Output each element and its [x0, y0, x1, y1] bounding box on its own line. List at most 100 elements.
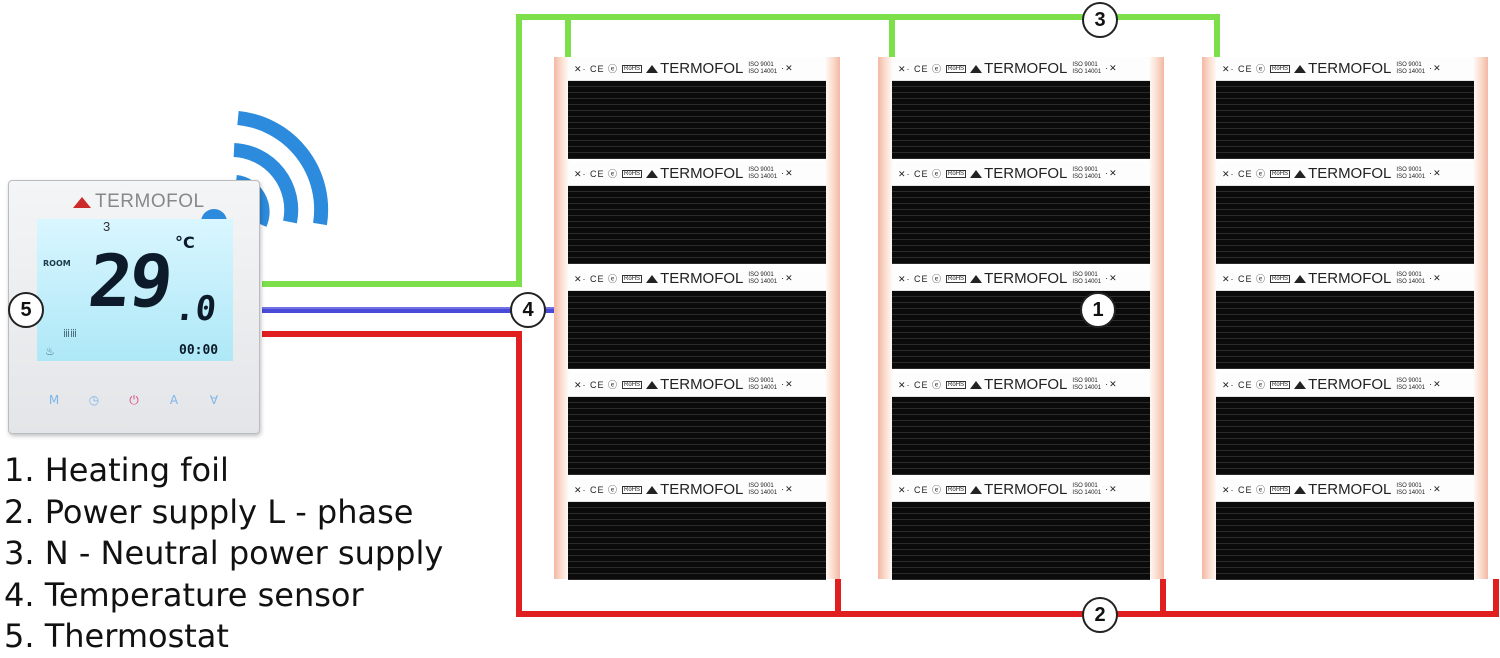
legend-item-temperature-sensor: 4. Temperature sensor [4, 575, 364, 614]
iso-14001: ISO 14001 [748, 173, 778, 180]
rohs-mark: RoHS [1270, 485, 1291, 494]
rohs-mark: RoHS [622, 169, 643, 178]
termofol-logo-icon [970, 485, 983, 494]
termofol-logo-icon [1294, 274, 1307, 283]
termofol-logo-icon [73, 196, 91, 208]
badge-2: 2 [1082, 597, 1118, 633]
foil-brand-text: TERMOFOL [660, 60, 744, 77]
neutral-wire [262, 14, 1220, 287]
certification-marks: ✕· CE ⓔ [898, 64, 943, 74]
rohs-mark: RoHS [946, 485, 967, 494]
badge-5: 5 [8, 292, 44, 328]
foil-brand: TERMOFOL [646, 270, 743, 287]
rohs-mark: RoHS [622, 64, 643, 73]
legend-item-neutral: 3. N - Neutral power supply [4, 534, 444, 572]
foil-brand-text: TERMOFOL [984, 376, 1068, 393]
cut-mark: ·✕ [1105, 273, 1118, 283]
legend: 1. Heating foil 2. Power supply L - phas… [4, 450, 443, 658]
iso-14001: ISO 14001 [1072, 384, 1102, 391]
iso-14001: ISO 14001 [1396, 489, 1426, 496]
clock-display: 00:00 [179, 343, 219, 358]
iso-9001: ISO 9001 [1396, 482, 1422, 489]
clock-button[interactable]: ◷ [88, 393, 100, 407]
heating-element-strip [892, 81, 1150, 159]
iso-14001: ISO 14001 [748, 489, 778, 496]
certification-marks: ✕· CE ⓔ [1222, 380, 1267, 390]
iso-14001: ISO 14001 [748, 384, 778, 391]
foil-brand: TERMOFOL [646, 165, 743, 182]
rohs-mark: RoHS [946, 64, 967, 73]
mode-number: 3 [103, 219, 111, 234]
iso-9001: ISO 9001 [1396, 377, 1422, 384]
foil-brand: TERMOFOL [1294, 270, 1391, 287]
temperature-decimal: .0 [172, 289, 219, 329]
termofol-logo-icon [646, 64, 659, 73]
cut-mark: ·✕ [1105, 63, 1118, 73]
cut-mark: ·✕ [1105, 379, 1118, 389]
heating-element-strip [568, 81, 826, 159]
cut-mark: ·✕ [781, 63, 794, 73]
iso-9001: ISO 9001 [1072, 482, 1098, 489]
rohs-mark: RoHS [622, 380, 643, 389]
rohs-mark: RoHS [946, 169, 967, 178]
flame-icon: ♨ [45, 345, 55, 358]
heating-element-strip [1216, 502, 1474, 580]
heating-element-strip [892, 502, 1150, 580]
temperature-whole: 29 [84, 239, 175, 323]
cut-mark: ·✕ [781, 273, 794, 283]
foil-brand: TERMOFOL [1294, 60, 1391, 77]
thermostat-brand-text: TERMOFOL [95, 191, 205, 212]
rohs-mark: RoHS [622, 274, 643, 283]
foil-brand-text: TERMOFOL [1308, 60, 1392, 77]
foil-brand: TERMOFOL [646, 376, 743, 393]
heating-element-strip [568, 186, 826, 264]
foil-brand: TERMOFOL [970, 481, 1067, 498]
foil-brand: TERMOFOL [970, 270, 1067, 287]
iso-14001: ISO 14001 [1396, 173, 1426, 180]
iso-14001: ISO 14001 [1396, 68, 1426, 75]
down-button[interactable]: ∀ [209, 393, 219, 407]
power-button[interactable]: ⏻ [129, 393, 139, 407]
cut-mark: ·✕ [1429, 63, 1442, 73]
foil-brand-text: TERMOFOL [984, 60, 1068, 77]
certification-marks: ✕· CE ⓔ [574, 274, 619, 284]
termofol-logo-icon [970, 169, 983, 178]
certification-marks: ✕· CE ⓔ [574, 380, 619, 390]
certification-marks: ✕· CE ⓔ [898, 169, 943, 179]
iso-9001: ISO 9001 [1396, 271, 1422, 278]
heating-element-strip [892, 397, 1150, 475]
foil-brand-text: TERMOFOL [1308, 376, 1392, 393]
certification-marks: ✕· CE ⓔ [1222, 485, 1267, 495]
iso-9001: ISO 9001 [1072, 377, 1098, 384]
up-button[interactable]: A [169, 393, 179, 407]
menu-button[interactable]: M [48, 393, 60, 407]
phase-wire [262, 331, 1499, 617]
foil-brand-text: TERMOFOL [660, 165, 744, 182]
legend-item-thermostat: 5. Thermostat [4, 617, 229, 655]
iso-9001: ISO 9001 [748, 166, 774, 173]
iso-9001: ISO 9001 [748, 61, 774, 68]
badge-3: 3 [1082, 2, 1118, 38]
iso-9001: ISO 9001 [1396, 166, 1422, 173]
